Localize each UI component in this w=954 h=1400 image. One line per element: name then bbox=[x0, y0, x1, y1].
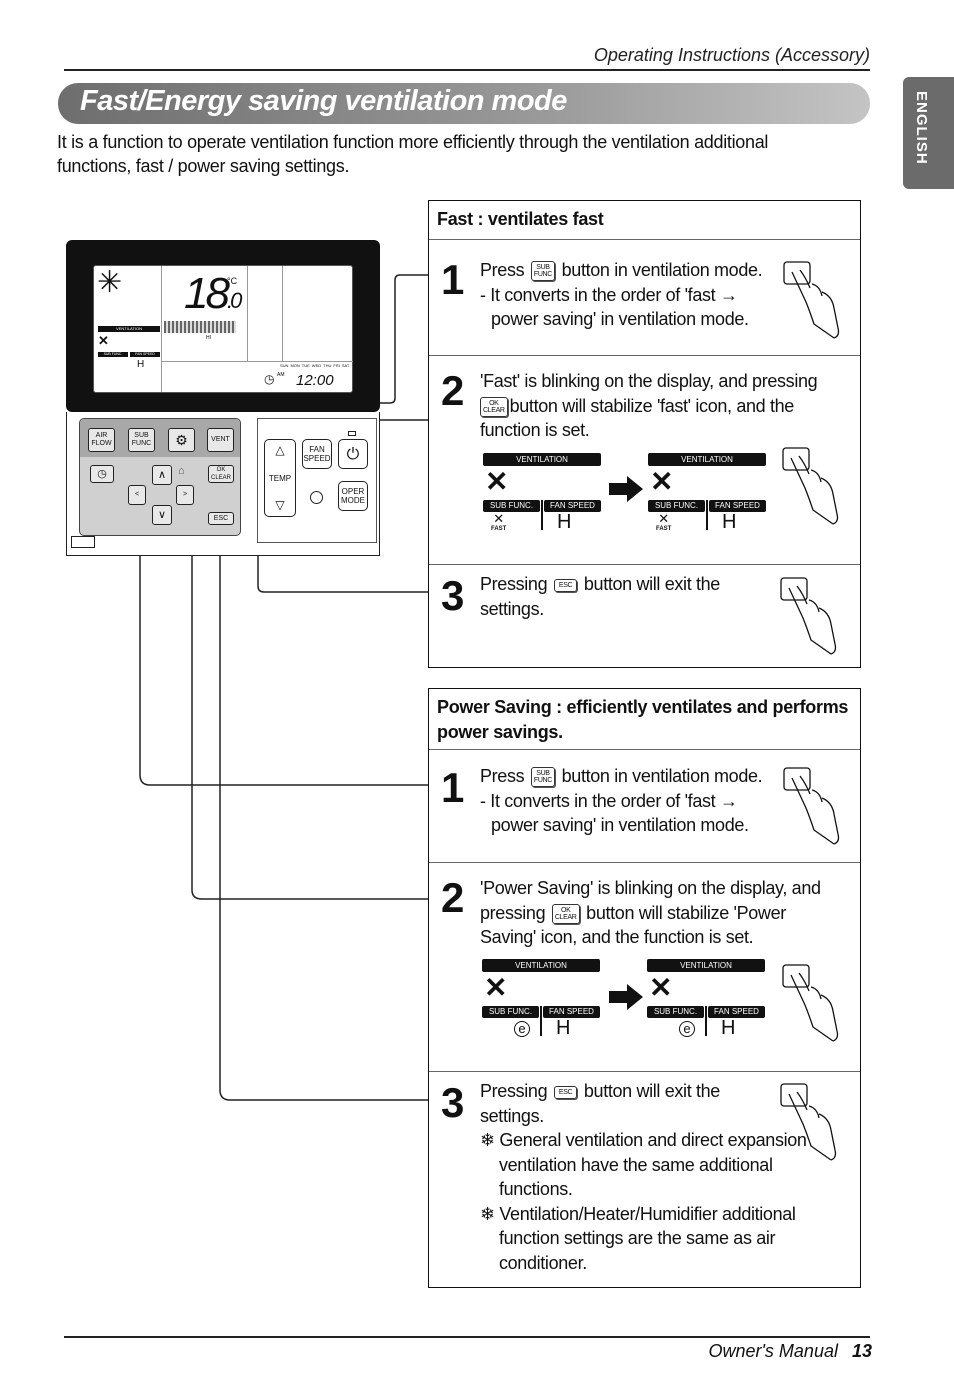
step-number: 1 bbox=[441, 256, 465, 303]
header-rule bbox=[64, 69, 870, 71]
esc-button[interactable]: ESC bbox=[208, 512, 234, 525]
language-tab-label: ENGLISH bbox=[913, 91, 930, 165]
ventilation-label: VENTILATION bbox=[98, 326, 160, 332]
fast-heading: Fast : ventilates fast bbox=[429, 201, 860, 240]
vent-icon: ✕ bbox=[650, 466, 674, 497]
vent-icon: ✕ bbox=[485, 466, 509, 497]
temp-buttons[interactable]: △TEMP▽ bbox=[264, 439, 296, 517]
vent-icon: ✕ bbox=[484, 972, 508, 1003]
remote-controller: ✳ 18.0 °C HI VENTILATION ✕ SUB FUNC. FAN… bbox=[66, 240, 380, 556]
clock-time: 12:00 bbox=[296, 372, 334, 389]
arrow-right-icon bbox=[609, 476, 643, 502]
step-number: 2 bbox=[441, 874, 465, 921]
footer-rule bbox=[64, 1336, 870, 1338]
fan-speed-value: H bbox=[137, 359, 145, 370]
am-label: AM bbox=[277, 372, 285, 378]
settings-gear-button[interactable]: ⚙ bbox=[168, 428, 195, 452]
step-number: 1 bbox=[441, 764, 465, 811]
step-number: 2 bbox=[441, 367, 465, 414]
right-button-panel: △TEMP▽ FAN SPEED ⏻ OPER MODE bbox=[257, 418, 377, 543]
fan-speed-button[interactable]: FAN SPEED bbox=[302, 439, 332, 469]
power-heading: Power Saving : efficiently ventilates an… bbox=[429, 689, 860, 750]
power-saving-section: Power Saving : efficiently ventilates an… bbox=[428, 688, 861, 1288]
power-indicator bbox=[348, 431, 356, 436]
oper-mode-button[interactable]: OPER MODE bbox=[338, 481, 368, 511]
snowflake-icon: ✳ bbox=[97, 266, 123, 299]
arrow-right-icon bbox=[609, 984, 643, 1010]
vent-button[interactable]: VENT bbox=[207, 428, 234, 452]
right-button[interactable]: > bbox=[176, 485, 194, 505]
battery-cover bbox=[71, 536, 95, 548]
air-flow-button[interactable]: AIR FLOW bbox=[88, 428, 115, 452]
timer-button[interactable]: ◷ bbox=[90, 465, 114, 483]
home-temp-icon: ⌂ bbox=[178, 465, 185, 477]
fast-icon: ✕FAST bbox=[656, 511, 672, 532]
vent-icon: ✕ bbox=[98, 333, 109, 348]
remote-display-frame: ✳ 18.0 °C HI VENTILATION ✕ SUB FUNC. FAN… bbox=[66, 240, 380, 412]
esc-button-icon: ESC bbox=[553, 578, 578, 592]
step-text: 'Power Saving' is blinking on the displa… bbox=[480, 878, 821, 947]
lcd-display: ✳ 18.0 °C HI VENTILATION ✕ SUB FUNC. FAN… bbox=[93, 265, 353, 393]
power-button[interactable]: ⏻ bbox=[338, 439, 368, 469]
esc-button-icon: ESC bbox=[553, 1085, 578, 1099]
fast-step-2: 2 'Fast' is blinking on the display, and… bbox=[429, 356, 860, 565]
temp-readout: 18.0 bbox=[184, 269, 242, 318]
step-number: 3 bbox=[441, 1079, 465, 1126]
power-step-2: 2 'Power Saving' is blinking on the disp… bbox=[429, 863, 860, 1072]
fan-label: HI bbox=[206, 335, 211, 341]
clock-icon: ◷ bbox=[264, 372, 275, 386]
page-title: Fast/Energy saving ventilation mode bbox=[80, 85, 567, 117]
power-saving-icon: e bbox=[679, 1021, 695, 1037]
section-header: Operating Instructions (Accessory) bbox=[593, 45, 870, 65]
title-bar: Fast/Energy saving ventilation mode bbox=[58, 83, 870, 124]
fan-bar bbox=[164, 321, 236, 333]
sub-func-label: SUB FUNC. bbox=[98, 352, 128, 357]
page-number: 13 bbox=[851, 1341, 872, 1361]
fan-speed-label: FAN SPEED bbox=[130, 352, 160, 357]
fast-icon-blinking: ✕FAST bbox=[491, 511, 507, 532]
sub-func-button[interactable]: SUB FUNC bbox=[128, 428, 155, 452]
down-button[interactable]: ∨ bbox=[152, 505, 172, 525]
up-button[interactable]: ∧ bbox=[152, 465, 172, 485]
vent-icon: ✕ bbox=[649, 972, 673, 1003]
left-button[interactable]: < bbox=[128, 485, 146, 505]
temp-unit: °C bbox=[227, 276, 238, 286]
intro-text: It is a function to operate ventilation … bbox=[57, 132, 769, 176]
reset-hole bbox=[310, 491, 323, 504]
note: ❄ General ventilation and direct expansi… bbox=[480, 1130, 807, 1199]
step-number: 3 bbox=[441, 572, 465, 619]
language-tab: ENGLISH bbox=[903, 77, 954, 189]
note: ❄ Ventilation/Heater/Humidifier addition… bbox=[480, 1203, 796, 1273]
step-text: 'Fast' is blinking on the display, and p… bbox=[480, 371, 818, 440]
power-saving-icon-blinking: e bbox=[514, 1021, 530, 1037]
